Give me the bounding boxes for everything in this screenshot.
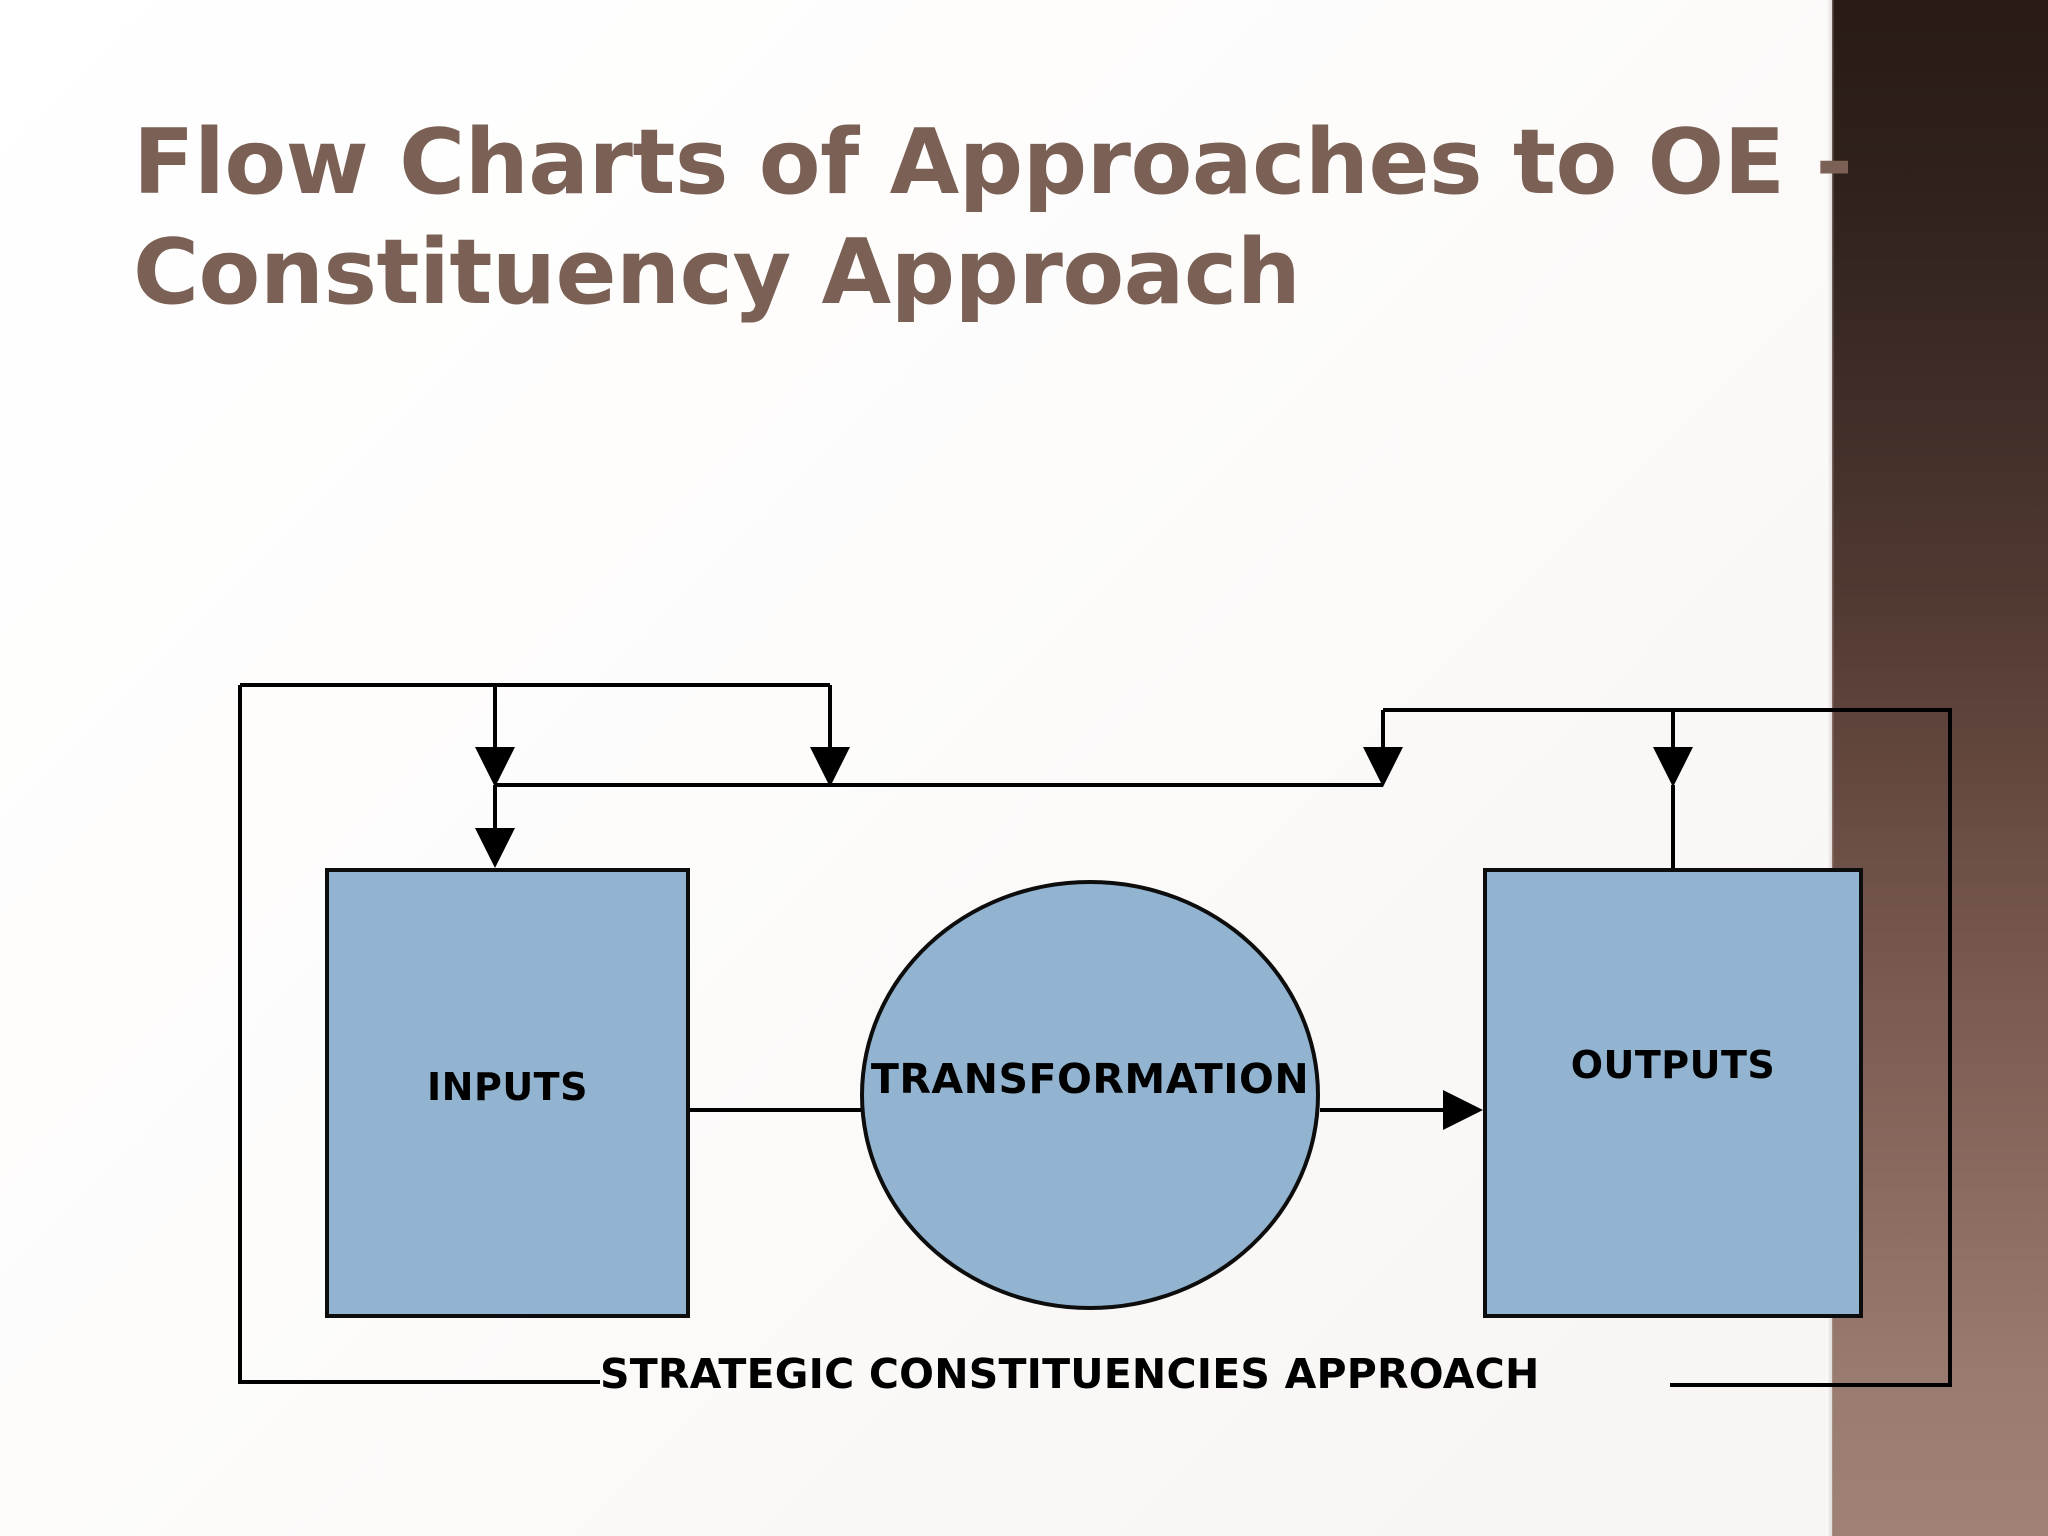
outer-loop-left-path: [238, 685, 600, 1384]
page-title: Flow Charts of Approaches to OE - Consti…: [133, 110, 1853, 325]
right-decorative-panel: [1832, 0, 2048, 1536]
diagram-bottom-label: STRATEGIC CONSTITUENCIES APPROACH: [600, 1350, 1540, 1398]
node-outputs-label: OUTPUTS: [1570, 1043, 1776, 1087]
node-inputs-label: INPUTS: [427, 1065, 588, 1109]
node-inputs[interactable]: INPUTS: [325, 868, 690, 1318]
outer-loop-right-path: [1383, 708, 1952, 1387]
right-panel-edge-highlight: [1826, 0, 1834, 1536]
node-transformation-label: TRANSFORMATION: [870, 1055, 1310, 1103]
node-outputs[interactable]: OUTPUTS: [1483, 868, 1863, 1318]
node-transformation[interactable]: TRANSFORMATION: [860, 880, 1320, 1310]
